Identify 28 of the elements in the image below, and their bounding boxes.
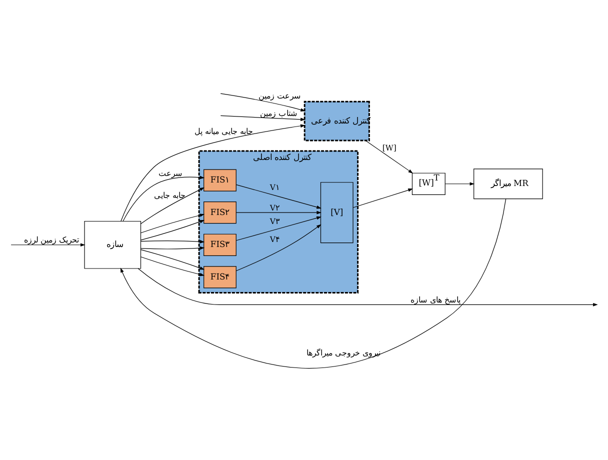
arrow — [122, 175, 205, 221]
node-box: FIS۳ — [204, 233, 236, 256]
arrow — [236, 184, 322, 208]
arrow — [140, 186, 204, 224]
arrow — [140, 248, 205, 270]
arrow — [138, 268, 598, 306]
arrow — [140, 213, 205, 233]
node-box: سازه — [84, 220, 142, 268]
arrow — [120, 198, 506, 368]
arrow — [140, 239, 205, 243]
arrow — [220, 92, 306, 111]
node-box: FIS۴ — [204, 266, 236, 288]
arrow — [236, 216, 322, 240]
node-box: [V] — [320, 182, 354, 243]
node-box: FIS۱ — [204, 168, 236, 191]
arrow — [140, 220, 205, 240]
arrow — [120, 124, 306, 221]
arrow — [220, 114, 306, 121]
node-box: میراگر MR — [474, 168, 543, 199]
arrow — [140, 256, 205, 276]
arrow — [140, 246, 205, 250]
arrow — [236, 210, 322, 214]
node-box: FIS۲ — [204, 201, 236, 224]
arrow — [444, 182, 475, 186]
arrow — [365, 140, 414, 173]
arrow — [10, 242, 86, 246]
arrow — [352, 188, 413, 208]
arrow — [236, 224, 322, 271]
